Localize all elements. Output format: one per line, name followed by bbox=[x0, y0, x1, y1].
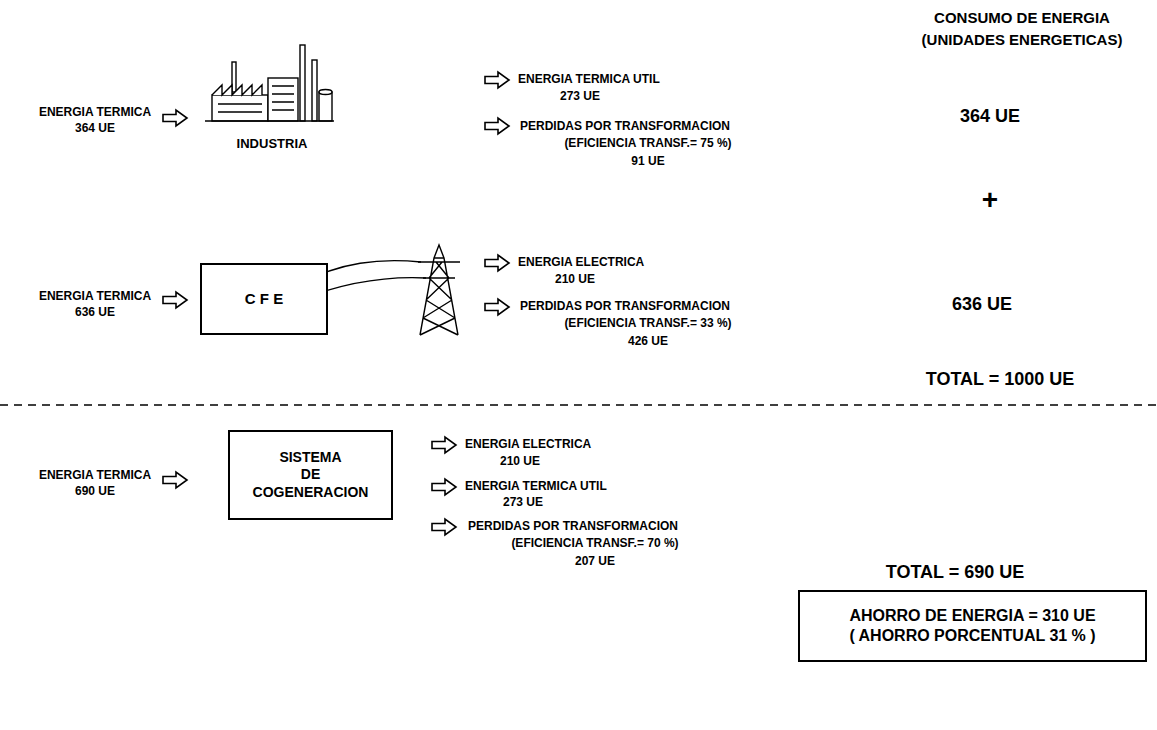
output-value: 210 UE bbox=[555, 273, 595, 287]
input-value: 364 UE bbox=[75, 122, 115, 136]
output-value: 207 UE bbox=[575, 555, 615, 569]
column-heading: CONSUMO DE ENERGIA bbox=[934, 9, 1110, 26]
total-value: TOTAL = 690 UE bbox=[886, 562, 1025, 583]
factory-roof bbox=[212, 85, 262, 95]
efficiency-note: (EFICIENCIA TRANSF.= 70 %) bbox=[511, 537, 678, 551]
factory-windows bbox=[218, 86, 294, 112]
arrow-symbol bbox=[163, 292, 187, 308]
total-value: TOTAL = 1000 UE bbox=[926, 369, 1075, 390]
box-text: C F E bbox=[245, 290, 283, 309]
arrow-symbol bbox=[485, 72, 509, 88]
factory-tank bbox=[319, 92, 332, 121]
arrow-symbol bbox=[163, 110, 187, 126]
output-value: 273 UE bbox=[560, 90, 600, 104]
efficiency-note: (EFICIENCIA TRANSF.= 75 %) bbox=[564, 137, 731, 151]
consumption-value: 636 UE bbox=[952, 294, 1012, 315]
output-label: PERDIDAS POR TRANSFORMACION bbox=[520, 300, 730, 314]
ground-line bbox=[205, 120, 334, 121]
factory-chimney bbox=[312, 60, 317, 121]
arrow-symbol bbox=[432, 479, 456, 495]
part-name: INDUSTRIA bbox=[237, 137, 308, 152]
box-text: SISTEMA DE COGENERACION bbox=[253, 449, 369, 502]
input-value: 636 UE bbox=[75, 306, 115, 320]
output-label: ENERGIA ELECTRICA bbox=[465, 438, 591, 452]
result-box: AHORRO DE ENERGIA = 310 UE( AHORRO PORCE… bbox=[798, 590, 1147, 662]
factory-drawing bbox=[205, 45, 334, 121]
input-label: ENERGIA TERMICA bbox=[39, 290, 151, 304]
output-label: ENERGIA ELECTRICA bbox=[518, 256, 644, 270]
input-label: ENERGIA TERMICA bbox=[39, 106, 151, 120]
box-text: ( AHORRO PORCENTUAL 31 % ) bbox=[849, 626, 1095, 646]
output-value: 426 UE bbox=[628, 335, 668, 349]
arrow-symbol bbox=[485, 255, 509, 271]
process-box: SISTEMA DE COGENERACION bbox=[228, 430, 393, 520]
arrow-symbol bbox=[432, 437, 456, 453]
consumption-value: 364 UE bbox=[960, 106, 1020, 127]
efficiency-note: (EFICIENCIA TRANSF.= 33 %) bbox=[564, 317, 731, 331]
output-value: 210 UE bbox=[500, 455, 540, 469]
output-label: ENERGIA TERMICA UTIL bbox=[518, 73, 660, 87]
output-label: ENERGIA TERMICA UTIL bbox=[465, 480, 607, 494]
factory-chimney bbox=[300, 45, 305, 121]
process-box: C F E bbox=[200, 263, 328, 335]
arrow-symbol bbox=[432, 519, 456, 535]
factory-tank bbox=[319, 90, 332, 95]
column-heading: (UNIDADES ENERGETICAS) bbox=[922, 31, 1123, 48]
input-label: ENERGIA TERMICA bbox=[39, 469, 151, 483]
tower-symbol bbox=[418, 245, 460, 335]
output-label: PERDIDAS POR TRANSFORMACION bbox=[468, 520, 678, 534]
arrow-symbol bbox=[485, 299, 509, 315]
divider-line bbox=[0, 404, 1157, 406]
box-text: AHORRO DE ENERGIA = 310 UE bbox=[849, 606, 1095, 626]
factory-building bbox=[212, 95, 268, 121]
output-label: PERDIDAS POR TRANSFORMACION bbox=[520, 120, 730, 134]
factory-building bbox=[268, 78, 298, 121]
output-value: 91 UE bbox=[631, 155, 664, 169]
input-value: 690 UE bbox=[75, 485, 115, 499]
plus-sign: + bbox=[982, 184, 998, 216]
arrow-symbol bbox=[163, 472, 187, 488]
output-value: 273 UE bbox=[503, 496, 543, 510]
arrow-symbol bbox=[485, 118, 509, 134]
